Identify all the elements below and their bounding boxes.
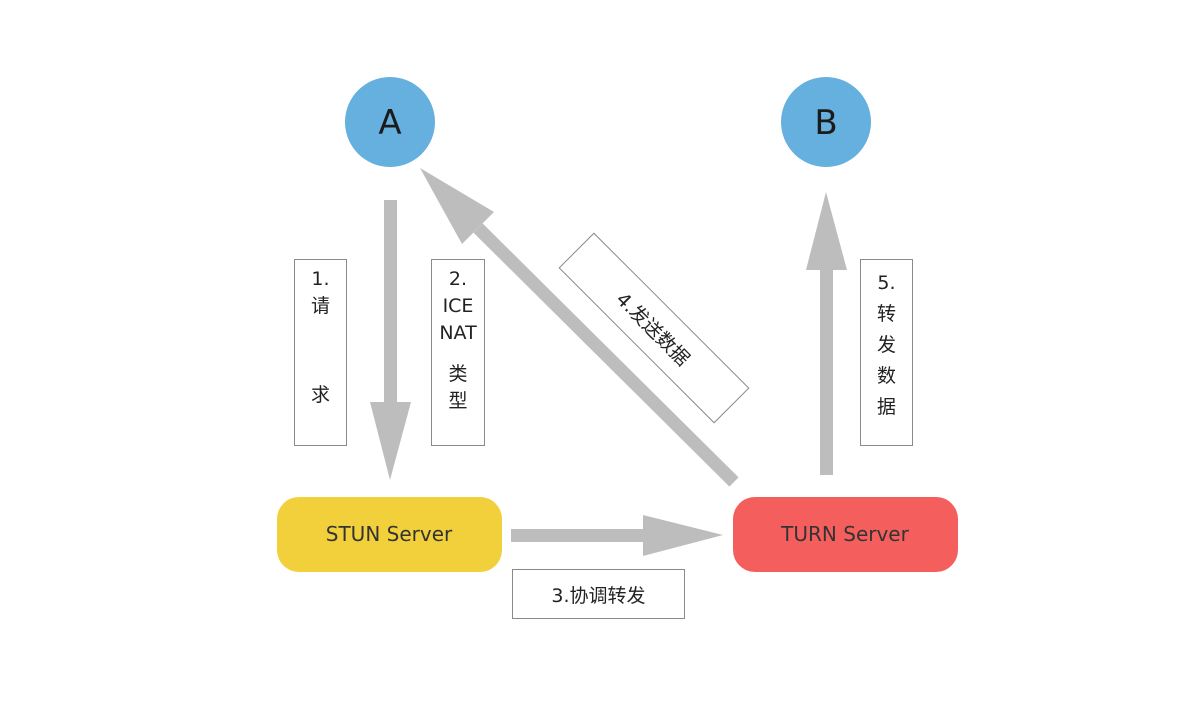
step2-line-5: 型 [448, 390, 468, 412]
step5-line-3: 发 [876, 334, 896, 356]
step1-line-3: 求 [310, 384, 330, 406]
step2-line-4: 类 [448, 363, 468, 385]
step5-line-1: 5. [877, 272, 896, 294]
step1-label: 1. 请 求 [294, 259, 347, 446]
step5-label: 5. 转 发 数 据 [860, 259, 913, 446]
step5-line-2: 转 [876, 303, 896, 325]
step2-line-3: NAT [439, 322, 477, 344]
turn-server-label: TURN Server [780, 522, 909, 546]
node-stun-server: STUN Server [277, 497, 502, 572]
arrow-turn-to-b [806, 192, 847, 475]
step2-line-2: ICE [442, 295, 474, 317]
node-b: B [781, 77, 871, 167]
step1-line-2: 请 [310, 295, 330, 317]
step5-line-5: 据 [876, 396, 896, 418]
arrow-turn-to-a [420, 168, 739, 487]
step2-line-1: 2. [448, 268, 468, 290]
stun-server-label: STUN Server [326, 522, 453, 546]
step3-text: 3.协调转发 [551, 584, 646, 607]
arrow-a-to-stun [370, 200, 411, 480]
arrow-stun-to-turn [511, 515, 723, 556]
step1-line-1: 1. [311, 268, 330, 290]
node-a-label: A [378, 103, 401, 143]
step3-label: 3.协调转发 [512, 569, 685, 619]
step2-label: 2. ICE NAT 类 型 [431, 259, 485, 446]
node-a: A [345, 77, 435, 167]
step5-line-4: 数 [876, 365, 896, 387]
node-b-label: B [814, 103, 837, 143]
node-turn-server: TURN Server [733, 497, 958, 572]
